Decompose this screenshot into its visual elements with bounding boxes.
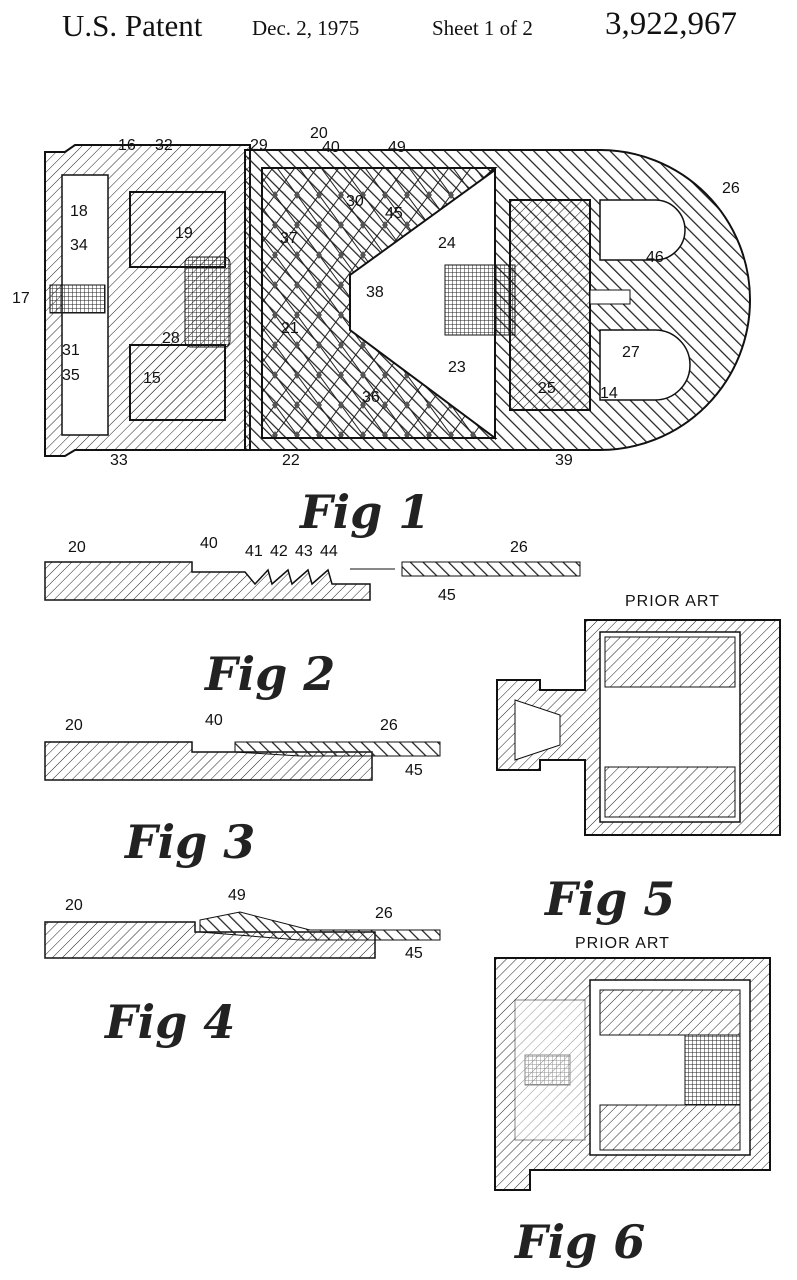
figure-3: 20 40 26 45 Fig 3 (44, 712, 441, 869)
ref-numeral: 26 (510, 539, 528, 556)
ref-numeral: 38 (366, 284, 384, 301)
propellant-upper (599, 989, 741, 1036)
ref-numeral: 45 (438, 587, 456, 604)
ref-numeral: 46 (646, 249, 664, 266)
ref-numeral: 40 (200, 535, 218, 552)
figure-caption: Fig 2 (203, 647, 335, 701)
ref-numeral: 26 (722, 180, 740, 197)
charge-mesh (184, 256, 231, 348)
ref-numeral: 40 (322, 139, 340, 156)
ref-numeral: 27 (622, 344, 640, 361)
ref-numeral: 39 (555, 452, 573, 469)
ref-numeral: 22 (282, 452, 300, 469)
nose-cavity-upper (599, 199, 686, 261)
figure-caption: Fig 1 (298, 485, 430, 539)
propellant-lower (599, 1104, 741, 1151)
fuze-mesh (444, 264, 516, 336)
ref-numeral: 40 (205, 712, 223, 729)
figure-caption: Fig 4 (103, 995, 235, 1049)
figure-1: 16 32 29 20 40 49 26 18 34 19 37 30 45 2… (12, 125, 751, 539)
ref-numeral: 49 (388, 139, 406, 156)
cone-cavity (349, 168, 496, 440)
propellant-lower (604, 766, 736, 818)
firing-pin (589, 289, 631, 305)
ref-numeral: 45 (405, 945, 423, 962)
figure-2: 20 40 41 42 43 44 26 45 Fig 2 (44, 535, 581, 701)
ref-numeral: 29 (250, 137, 268, 154)
ref-numeral: 42 (270, 543, 288, 560)
ref-numeral: 37 (280, 230, 298, 247)
ref-numeral: 20 (68, 539, 86, 556)
ref-numeral: 44 (320, 543, 338, 560)
figure-4: 20 49 26 45 Fig 4 (44, 887, 441, 1049)
prior-art-label: PRIOR ART (575, 935, 670, 952)
ref-numeral: 43 (295, 543, 313, 560)
ref-numeral: 21 (281, 320, 299, 337)
fuze-housing (509, 199, 591, 411)
jacket-strip (234, 741, 441, 757)
ref-numeral: 32 (155, 137, 173, 154)
ref-numeral: 25 (538, 380, 556, 397)
ref-numeral: 19 (175, 225, 193, 242)
propellant-upper (604, 636, 736, 688)
ref-numeral: 49 (228, 887, 246, 904)
ref-numeral: 24 (438, 235, 456, 252)
propellant-block-lower (129, 344, 226, 421)
ref-numeral: 16 (118, 137, 136, 154)
ref-numeral: 15 (143, 370, 161, 387)
ref-numeral: 20 (310, 125, 328, 142)
patent-number: 3,922,967 (605, 6, 737, 42)
ref-numeral: 20 (65, 897, 83, 914)
propellant-block-upper (129, 191, 226, 268)
patent-date: Dec. 2, 1975 (252, 16, 360, 40)
ref-numeral: 45 (405, 762, 423, 779)
ref-numeral: 17 (12, 290, 30, 307)
prior-art-label: PRIOR ART (625, 593, 720, 610)
case-wall-section (44, 561, 371, 601)
charge-mesh (684, 1034, 741, 1106)
ref-numeral: 14 (600, 385, 618, 402)
ref-numeral: 35 (62, 367, 80, 384)
ref-numeral: 41 (245, 543, 263, 560)
figure-caption: Fig 5 (543, 872, 675, 926)
figure-6: PRIOR ART Fig 6 (494, 935, 771, 1269)
ref-numeral: 30 (346, 193, 364, 210)
ref-numeral: 26 (380, 717, 398, 734)
nose-cavity-lower (599, 329, 691, 401)
figure-caption: Fig 3 (123, 815, 255, 869)
fig1-reference-numerals: 16 32 29 20 40 49 26 18 34 19 37 30 45 2… (12, 125, 740, 469)
ignition-cavity (514, 999, 586, 1141)
ref-numeral: 26 (375, 905, 393, 922)
sheet-number: Sheet 1 of 2 (432, 16, 533, 40)
jacket-strip (401, 561, 581, 577)
primer-mesh (49, 284, 106, 314)
ref-numeral: 23 (448, 359, 466, 376)
jacket-strip (199, 911, 441, 941)
ref-numeral: 20 (65, 717, 83, 734)
ref-numeral: 28 (162, 330, 180, 347)
ref-numeral: 36 (362, 389, 380, 406)
figure-caption: Fig 6 (513, 1215, 645, 1269)
primer-cone (514, 699, 561, 761)
patent-office: U.S. Patent (62, 8, 203, 43)
ref-numeral: 33 (110, 452, 128, 469)
ref-numeral: 45 (385, 205, 403, 222)
ref-numeral: 18 (70, 203, 88, 220)
ref-numeral: 34 (70, 237, 88, 254)
ref-numeral: 31 (62, 342, 80, 359)
figure-5: PRIOR ART Fig 5 (496, 593, 781, 926)
